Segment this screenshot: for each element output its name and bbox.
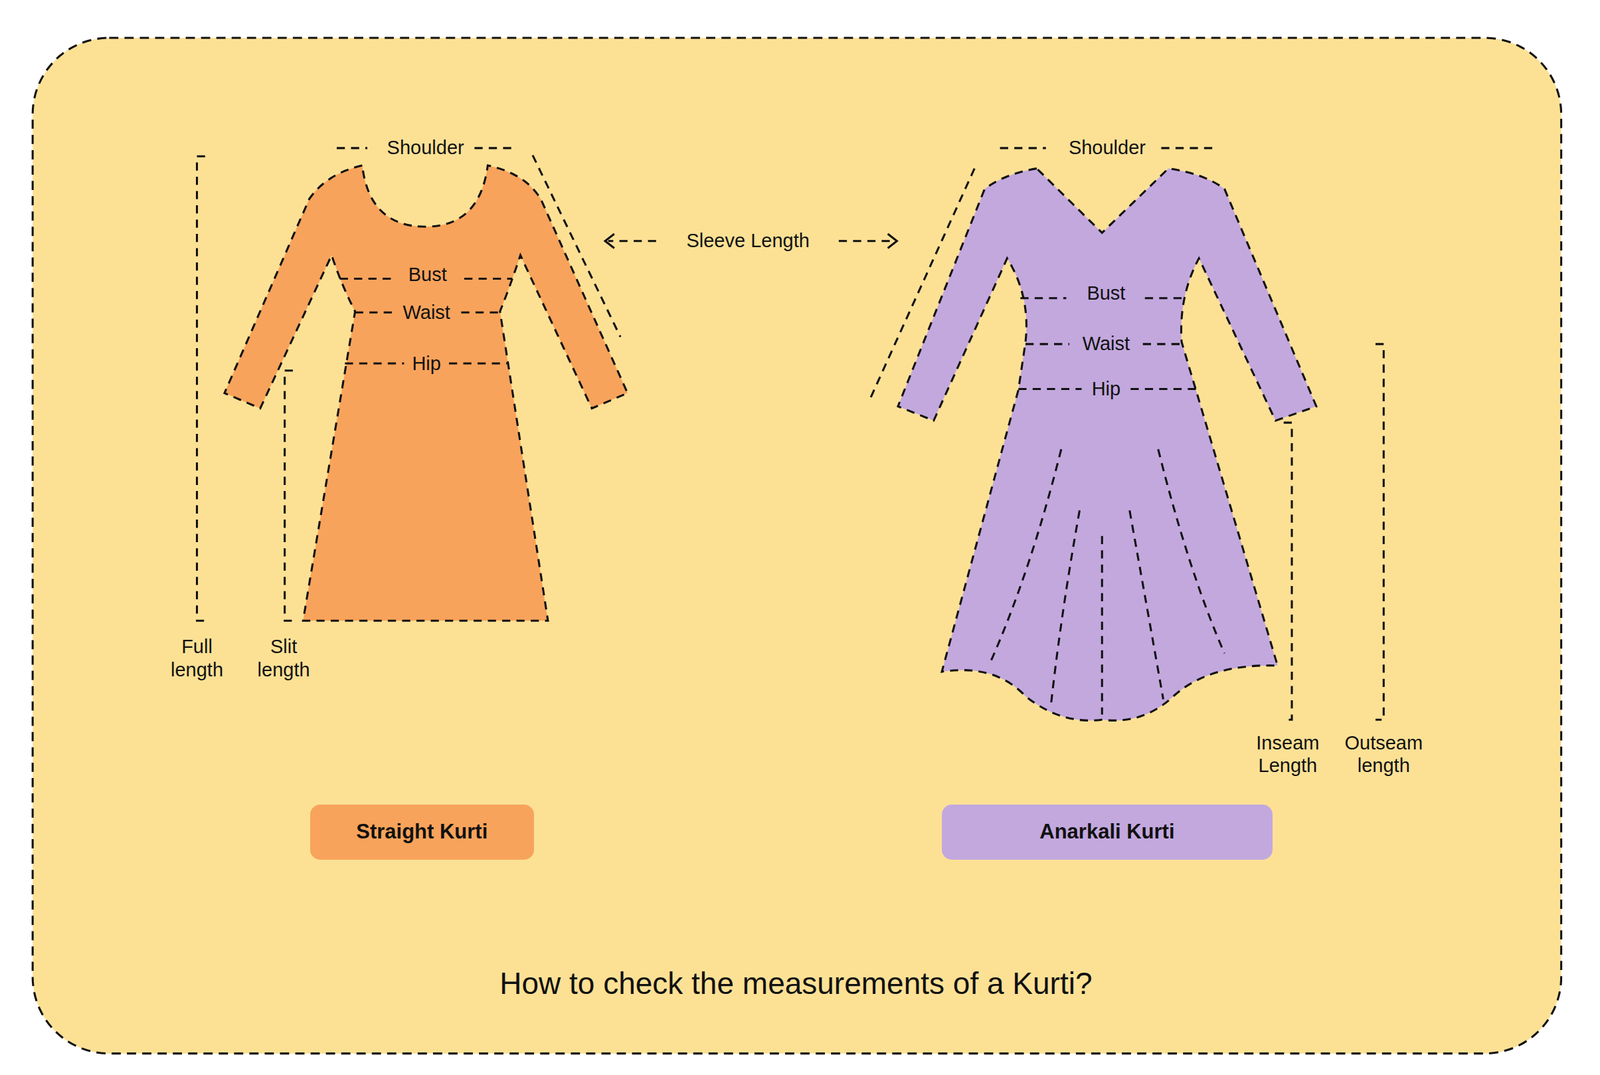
measure-label: Shoulder — [1066, 136, 1149, 160]
length-label: Inseam Length — [1253, 731, 1322, 778]
measure-label: Hip — [409, 352, 444, 376]
kurti-type-text: Straight Kurti — [355, 819, 488, 844]
measure-label: Waist — [399, 300, 453, 325]
measure-label: Waist — [1079, 332, 1133, 356]
caption: How to check the measurements of a Kurti… — [499, 965, 1092, 1001]
kurti-type-text: Anarkali Kurti — [1039, 819, 1175, 844]
length-label: Outseam length — [1341, 731, 1426, 778]
length-label: Slit length — [255, 634, 313, 682]
measure-label: Bust — [1083, 281, 1128, 305]
measure-label: Shoulder — [384, 136, 467, 160]
kurti-type-box: Straight Kurti — [310, 804, 534, 860]
length-label: Full length — [168, 634, 226, 682]
sleeve-label: Sleeve Length — [683, 229, 812, 253]
kurti-type-box: Anarkali Kurti — [941, 804, 1273, 860]
measure-label: Bust — [405, 263, 450, 287]
measure-label: Hip — [1089, 377, 1124, 401]
